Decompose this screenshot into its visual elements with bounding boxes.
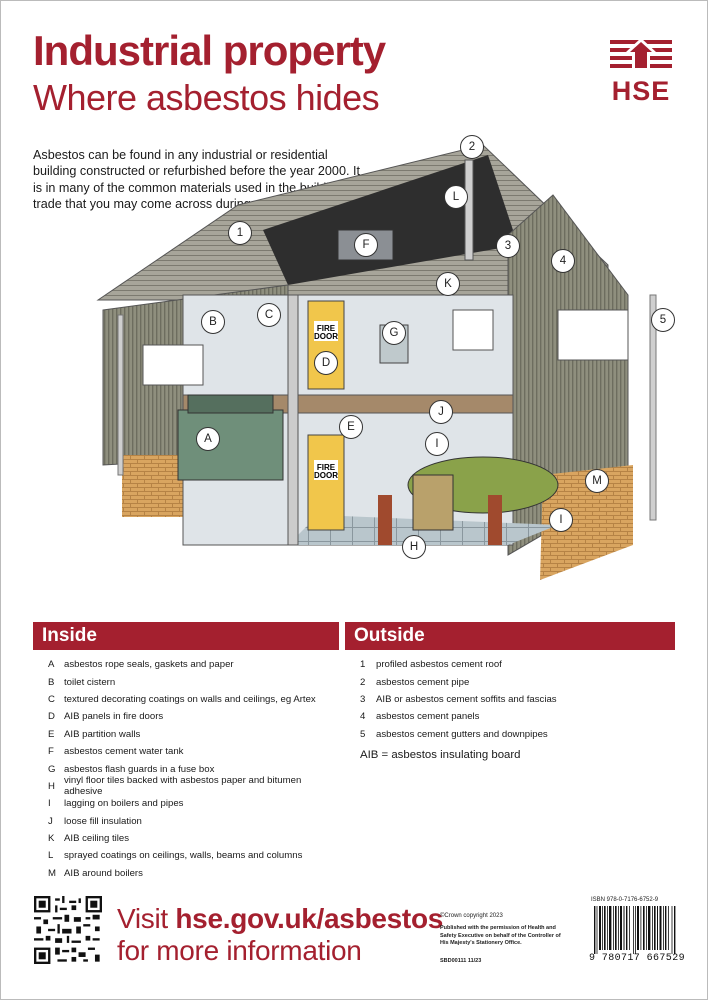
barcode-icon bbox=[594, 906, 676, 954]
hse-logo: HSE bbox=[606, 38, 676, 106]
list-item-key: C bbox=[48, 693, 55, 705]
list-item-key: 5 bbox=[360, 728, 366, 740]
list-item: E AIB partition walls bbox=[48, 726, 338, 743]
list-item-key: L bbox=[48, 850, 54, 862]
list-item-text: asbestos cement gutters and downpipes bbox=[376, 728, 548, 740]
marker-D: D bbox=[314, 351, 338, 375]
list-item-key: 1 bbox=[360, 659, 366, 671]
list-item: M AIB around boilers bbox=[48, 865, 338, 882]
barcode-number: 9 780717 667529 bbox=[589, 953, 686, 964]
list-item-text: textured decorating coatings on walls an… bbox=[64, 693, 316, 705]
list-item-key: J bbox=[48, 815, 53, 827]
list-item-text: AIB around boilers bbox=[64, 867, 143, 879]
marker-I-upper: I bbox=[425, 432, 449, 456]
marker-L: L bbox=[444, 185, 468, 209]
qr-code-icon[interactable] bbox=[34, 896, 102, 964]
list-item-key: M bbox=[48, 867, 56, 879]
list-item: K AIB ceiling tiles bbox=[48, 830, 338, 847]
hse-emblem-icon bbox=[610, 38, 672, 72]
marker-1: 1 bbox=[228, 221, 252, 245]
list-item-key: 2 bbox=[360, 676, 366, 688]
list-item-key: D bbox=[48, 711, 55, 723]
more-information-text: for more information bbox=[117, 935, 362, 966]
list-item-key: 3 bbox=[360, 693, 366, 705]
marker-M: M bbox=[585, 469, 609, 493]
page-title: Industrial property bbox=[33, 27, 386, 74]
list-item-text: profiled asbestos cement roof bbox=[376, 659, 502, 671]
building-illustration: FIRE DOOR FIRE DOOR 1 2 3 4 5 A B C D E … bbox=[88, 135, 683, 610]
document-code: SBD00111 11/23 bbox=[440, 958, 482, 964]
marker-H: H bbox=[402, 535, 426, 559]
hse-logo-text: HSE bbox=[611, 76, 671, 106]
outside-list: 1 profiled asbestos cement roof 2 asbestos… bbox=[360, 656, 660, 743]
marker-3: 3 bbox=[496, 234, 520, 258]
list-item-key: 4 bbox=[360, 711, 366, 723]
outside-heading: Outside bbox=[345, 622, 675, 650]
list-item-text: AIB or asbestos cement soffits and fasci… bbox=[376, 693, 557, 705]
marker-2: 2 bbox=[460, 135, 484, 159]
list-item-text: sprayed coatings on ceilings, walls, bea… bbox=[64, 850, 303, 862]
list-item-text: AIB ceiling tiles bbox=[64, 833, 130, 845]
visit-line: Visit hse.gov.uk/asbestos bbox=[117, 903, 443, 935]
copyright-text: ©Crown copyright 2023 bbox=[440, 913, 503, 919]
fire-door-sign-top-line1: FIRE bbox=[317, 324, 336, 333]
marker-G: G bbox=[382, 321, 406, 345]
list-item-text: loose fill insulation bbox=[64, 815, 142, 827]
publication-notice: Published with the permission of Health … bbox=[440, 925, 561, 947]
website-link[interactable]: hse.gov.uk/asbestos bbox=[175, 903, 444, 934]
list-item: 1 profiled asbestos cement roof bbox=[360, 656, 660, 673]
list-item-key: G bbox=[48, 763, 56, 775]
list-item-text: asbestos rope seals, gaskets and paper bbox=[64, 659, 234, 671]
isbn-text: ISBN 978-0-7176-6752-9 bbox=[591, 897, 659, 903]
inside-heading: Inside bbox=[33, 622, 339, 650]
marker-E: E bbox=[339, 415, 363, 439]
list-item: 4 asbestos cement panels bbox=[360, 708, 660, 725]
list-item: 2 asbestos cement pipe bbox=[360, 673, 660, 690]
marker-I-lower: I bbox=[549, 508, 573, 532]
marker-K: K bbox=[436, 272, 460, 296]
list-item-text: toilet cistern bbox=[64, 676, 116, 688]
list-item-text: AIB partition walls bbox=[64, 728, 141, 740]
list-item-key: F bbox=[48, 746, 54, 758]
list-item-text: asbestos cement pipe bbox=[376, 676, 470, 688]
list-item: 3 AIB or asbestos cement soffits and fasc… bbox=[360, 691, 660, 708]
list-item-text: asbestos cement water tank bbox=[64, 746, 184, 758]
list-item-text: asbestos flash guards in a fuse box bbox=[64, 763, 215, 775]
marker-A: A bbox=[196, 427, 220, 451]
visit-prefix: Visit bbox=[117, 903, 176, 934]
list-item-text: asbestos cement panels bbox=[376, 711, 480, 723]
list-item-text: AIB panels in fire doors bbox=[64, 711, 164, 723]
list-item-text: lagging on boilers and pipes bbox=[64, 798, 184, 810]
list-item-key: I bbox=[48, 798, 51, 810]
list-item: D AIB panels in fire doors bbox=[48, 708, 338, 725]
marker-B: B bbox=[201, 310, 225, 334]
list-item-text: vinyl floor tiles backed with asbestos p… bbox=[64, 775, 302, 798]
list-item-key: H bbox=[48, 780, 55, 792]
page-subtitle: Where asbestos hides bbox=[33, 77, 380, 118]
marker-F: F bbox=[354, 233, 378, 257]
list-item-key: B bbox=[48, 676, 55, 688]
fire-door-sign-bottom-line1: FIRE bbox=[317, 463, 336, 472]
list-item-key: E bbox=[48, 728, 55, 740]
list-item: 5 asbestos cement gutters and downpipes bbox=[360, 726, 660, 743]
marker-5: 5 bbox=[651, 308, 675, 332]
marker-C: C bbox=[257, 303, 281, 327]
marker-J: J bbox=[429, 400, 453, 424]
fire-door-sign-top-line2: DOOR bbox=[314, 332, 338, 341]
fire-door-sign-bottom-line2: DOOR bbox=[314, 471, 338, 480]
list-item-key: K bbox=[48, 833, 55, 845]
aib-definition: AIB = asbestos insulating board bbox=[360, 749, 521, 761]
marker-4: 4 bbox=[551, 249, 575, 273]
list-item-key: A bbox=[48, 659, 55, 671]
